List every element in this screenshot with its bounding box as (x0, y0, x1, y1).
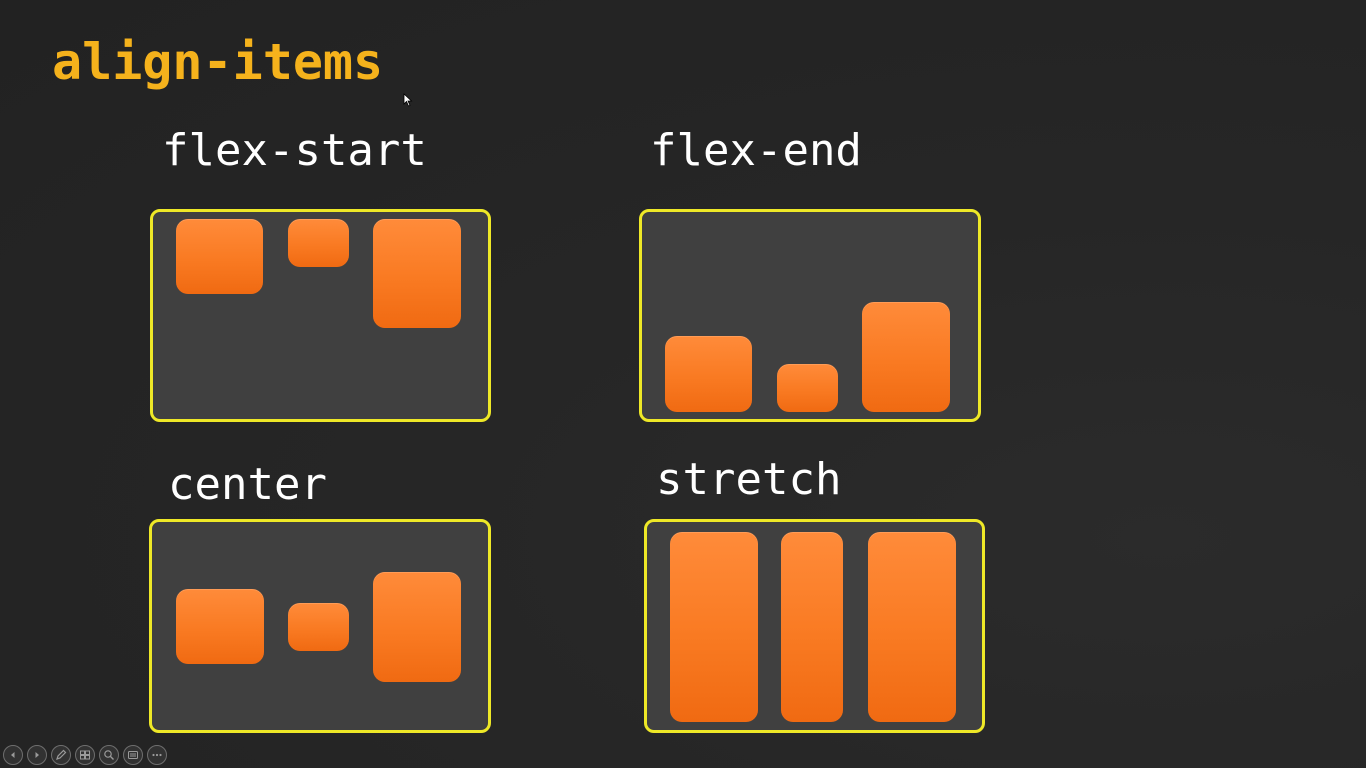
more-options-icon (152, 753, 162, 757)
previous-slide-button[interactable] (3, 745, 23, 765)
panel-label-flex-start: flex-start (162, 125, 427, 176)
flex-item (176, 589, 264, 664)
flex-container-stretch (644, 519, 985, 733)
flex-item (288, 603, 349, 651)
flex-item (373, 572, 461, 682)
pen-button[interactable] (51, 745, 71, 765)
zoom-icon (104, 750, 114, 760)
flex-container-flex-start (150, 209, 491, 422)
flex-item (777, 364, 838, 412)
slide-title: align-items (52, 33, 384, 91)
flex-item (781, 532, 843, 722)
zoom-button[interactable] (99, 745, 119, 765)
next-slide-button[interactable] (27, 745, 47, 765)
flex-item (665, 336, 752, 412)
panel-label-stretch: stretch (656, 454, 842, 505)
pen-icon (56, 749, 67, 760)
flex-item (670, 532, 758, 722)
panel-label-flex-end: flex-end (650, 125, 862, 176)
subtitles-button[interactable] (123, 745, 143, 765)
flex-container-center (149, 519, 491, 733)
panel-label-center: center (168, 459, 327, 510)
next-slide-icon (35, 752, 39, 758)
flex-item (176, 219, 263, 294)
flex-container-flex-end (639, 209, 981, 422)
flex-item (868, 532, 956, 722)
presentation-toolbar (3, 744, 167, 766)
slides-overview-icon (80, 750, 90, 760)
flex-item (373, 219, 461, 328)
subtitles-icon (128, 751, 138, 759)
mouse-cursor-icon (403, 93, 413, 107)
flex-item (862, 302, 950, 412)
more-options-button[interactable] (147, 745, 167, 765)
previous-slide-icon (11, 752, 15, 758)
slides-overview-button[interactable] (75, 745, 95, 765)
flex-item (288, 219, 349, 267)
